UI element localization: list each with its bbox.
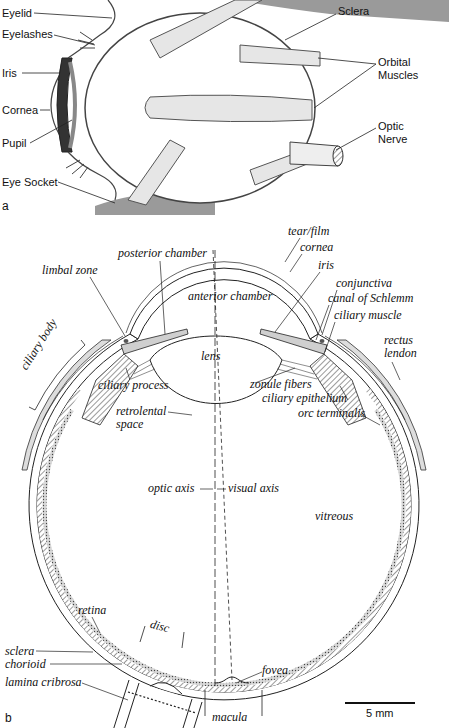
orbital-bone xyxy=(235,0,449,22)
leader-line xyxy=(392,362,400,380)
cornea xyxy=(130,268,318,339)
leader-line xyxy=(36,651,93,652)
eyelid xyxy=(68,0,115,58)
part-label: disc xyxy=(149,618,171,636)
optic-nerve xyxy=(290,142,338,166)
chorioid xyxy=(40,390,409,690)
part-label: cornea xyxy=(300,241,333,254)
leader-line xyxy=(36,238,400,700)
cornea xyxy=(51,58,72,152)
optic-nerve xyxy=(111,680,202,728)
part-label: macula xyxy=(212,711,247,724)
tear-film xyxy=(126,262,322,333)
leader-line xyxy=(236,672,262,683)
part-label: sclera xyxy=(5,645,34,658)
iris-shade xyxy=(70,62,75,148)
part-label: Sclera xyxy=(338,5,369,18)
optic-nerve xyxy=(111,680,202,728)
part-label: rectus lendon xyxy=(384,334,428,360)
leader-line xyxy=(200,489,213,490)
leader-line xyxy=(275,272,320,332)
part-label: optic axis xyxy=(148,482,194,495)
part-label: iris xyxy=(318,259,334,272)
eyelid xyxy=(68,152,116,200)
cross-section xyxy=(22,238,426,728)
part-label: retina xyxy=(78,604,106,617)
muscle-band xyxy=(145,95,312,122)
leader-line xyxy=(90,277,125,336)
optic-axis xyxy=(215,250,216,686)
leader-line xyxy=(22,13,376,203)
lamina-cribrosa xyxy=(128,692,196,713)
scale-bar xyxy=(345,702,415,704)
visual-axis xyxy=(213,250,232,680)
canal-of-schlemm xyxy=(124,339,129,343)
leader-line xyxy=(54,35,95,45)
muscle-band xyxy=(128,140,185,205)
part-label: Optic Nerve xyxy=(378,120,426,146)
part-label: ciliary body xyxy=(18,317,60,373)
leader-line xyxy=(30,120,72,143)
part-label: canal of Schlemm xyxy=(328,292,413,305)
part-label: Eyelashes xyxy=(2,28,53,41)
part-label: ciliary muscle xyxy=(334,309,402,322)
leader-line xyxy=(82,683,128,700)
zonule-fibers xyxy=(277,360,317,379)
part-label: lamina cribrosa xyxy=(5,676,82,689)
zonule-fibers xyxy=(131,360,317,379)
part-label: Cornea xyxy=(2,104,38,117)
muscle-band xyxy=(240,45,320,66)
part-label: posterior chamber xyxy=(118,247,207,260)
part-label: limbal zone xyxy=(42,264,98,277)
scale-label: 5 mm xyxy=(366,707,394,720)
part-label: retrolental space xyxy=(116,405,182,431)
leader-line xyxy=(316,305,329,340)
part-label: zonule fibers xyxy=(250,378,312,391)
leader-line xyxy=(217,489,226,490)
leader-line xyxy=(50,664,122,665)
part-label: orc terminalis xyxy=(298,407,365,420)
leader-line xyxy=(58,182,115,203)
iris xyxy=(57,58,72,152)
leader-line xyxy=(290,254,302,272)
part-label: Eye Socket xyxy=(2,176,58,189)
part-label: Eyelid xyxy=(2,7,32,20)
leader-line xyxy=(22,73,60,74)
part-label: fovea xyxy=(262,664,288,677)
leader-line xyxy=(40,110,50,111)
part-label: Pupil xyxy=(2,137,26,150)
sclera xyxy=(29,334,419,700)
panel-letter: a xyxy=(2,200,9,213)
part-label: tear/film xyxy=(288,225,329,238)
zonule-fibers xyxy=(131,360,155,379)
leader-line xyxy=(34,13,112,18)
retina xyxy=(45,410,404,685)
part-label: vitreous xyxy=(315,510,353,523)
eyelashes xyxy=(66,32,95,178)
panel-letter: b xyxy=(5,712,12,725)
part-label: conjunctiva xyxy=(336,277,392,290)
leader-line xyxy=(285,238,300,262)
side-view xyxy=(22,0,449,215)
leader-line xyxy=(285,14,336,40)
leader-line xyxy=(168,412,192,415)
leader-line xyxy=(314,58,376,108)
leader-line xyxy=(336,128,376,150)
part-label: ciliary epithelium xyxy=(262,392,347,405)
part-label: Iris xyxy=(2,67,17,80)
part-label: chorioid xyxy=(5,658,46,671)
part-label: visual axis xyxy=(228,482,279,495)
leader-line xyxy=(325,322,335,352)
canal-of-schlemm xyxy=(320,339,325,343)
leader-line xyxy=(160,261,165,334)
part-label: anterior chamber xyxy=(188,290,272,303)
leader-line xyxy=(92,617,100,633)
optic-disc xyxy=(150,682,182,694)
part-label: ciliary process xyxy=(98,379,169,392)
part-label: lens xyxy=(201,350,220,363)
part-label: Orbital Muscles xyxy=(378,56,436,82)
